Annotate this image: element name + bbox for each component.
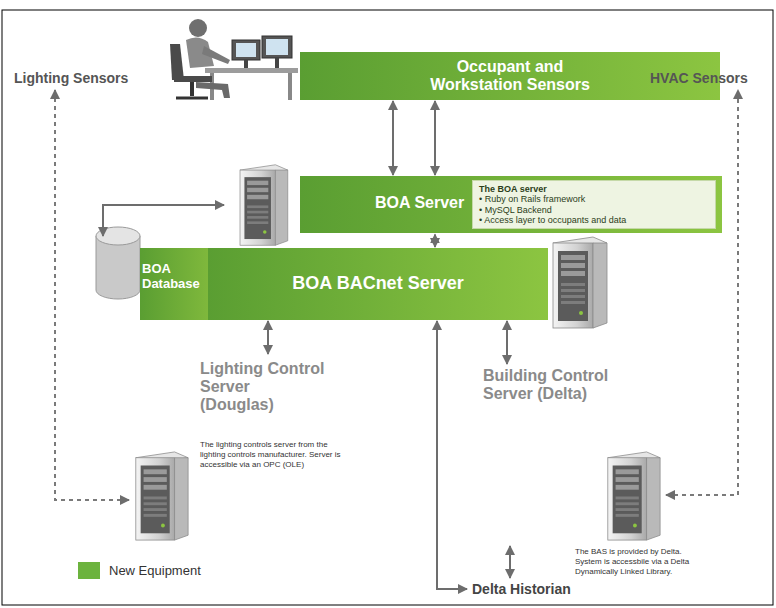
sensor-label: Lighting Sensors	[12, 68, 130, 88]
node-title: The BOA server	[479, 184, 709, 194]
note-box: The BOA server• Ruby on Rails framework•…	[472, 180, 716, 229]
data-link	[434, 101, 436, 175]
data-link	[509, 546, 511, 578]
historian-label: Delta Historian	[468, 579, 575, 599]
server-icon	[136, 452, 188, 540]
data-link	[506, 321, 508, 364]
node-title: Building Control Server (Delta)	[483, 367, 613, 403]
node-title: Delta Historian	[472, 581, 571, 597]
occupant-illustration-part	[189, 19, 207, 37]
occupant-illustration-part	[275, 58, 279, 68]
server-icon	[608, 452, 660, 540]
server-icon	[553, 237, 607, 328]
occupant-illustration-part	[232, 40, 260, 60]
lighting-server: Lighting Control Server (Douglas) The lig…	[125, 355, 345, 545]
occupant-illustration	[170, 19, 298, 100]
data-link	[392, 101, 394, 175]
occupant-illustration-part	[288, 73, 292, 100]
bacnet-band: BOA BACnet Server	[208, 248, 548, 320]
node-note: • Access layer to occupants and data	[479, 215, 709, 225]
occupant-illustration-part	[244, 60, 248, 68]
node-title: Occupant and Workstation Sensors	[410, 58, 610, 93]
occupant-illustration-part	[236, 43, 256, 57]
occupant-illustration-part	[202, 46, 230, 64]
occupant-illustration-part	[174, 76, 212, 82]
data-link	[437, 321, 467, 589]
legend-swatch	[78, 562, 100, 579]
occupant-illustration-part	[170, 44, 184, 80]
node-title: Lighting Control Server (Douglas)	[200, 360, 325, 414]
data-link	[434, 234, 436, 247]
occupant-illustration-part	[266, 39, 288, 55]
frame	[2, 10, 773, 605]
node-title: BOA Database	[142, 262, 206, 292]
occupant-illustration-part	[205, 68, 298, 73]
node-note: The lighting controls server from the li…	[200, 440, 345, 470]
occupant-illustration-part	[196, 82, 230, 98]
node-title: BOA BACnet Server	[208, 273, 548, 294]
occupant-illustration-part	[176, 97, 208, 100]
node-title: HVAC Sensors	[650, 70, 748, 86]
node-title: BOA Server	[375, 194, 464, 212]
node-note: The BAS is provided by Delta. System is …	[575, 547, 705, 577]
data-link	[267, 321, 269, 354]
building-server: Building Control Server (Delta)The BAS i…	[480, 365, 668, 545]
legend-text: New Equipment	[109, 563, 201, 578]
database-band: BOA Database	[95, 222, 208, 320]
legend-entry: New Equipment	[78, 562, 201, 579]
node-title: Lighting Sensors	[14, 70, 128, 86]
node-note: • MySQL Backend	[479, 205, 709, 215]
sensor-label: HVAC Sensors	[648, 68, 750, 88]
sensor-link	[666, 90, 738, 495]
node-note: • Ruby on Rails framework	[479, 194, 709, 204]
occupant-illustration-part	[190, 82, 194, 96]
occupant-illustration-part	[262, 36, 292, 58]
server-band: The BOA server• Ruby on Rails framework•…	[225, 176, 722, 233]
